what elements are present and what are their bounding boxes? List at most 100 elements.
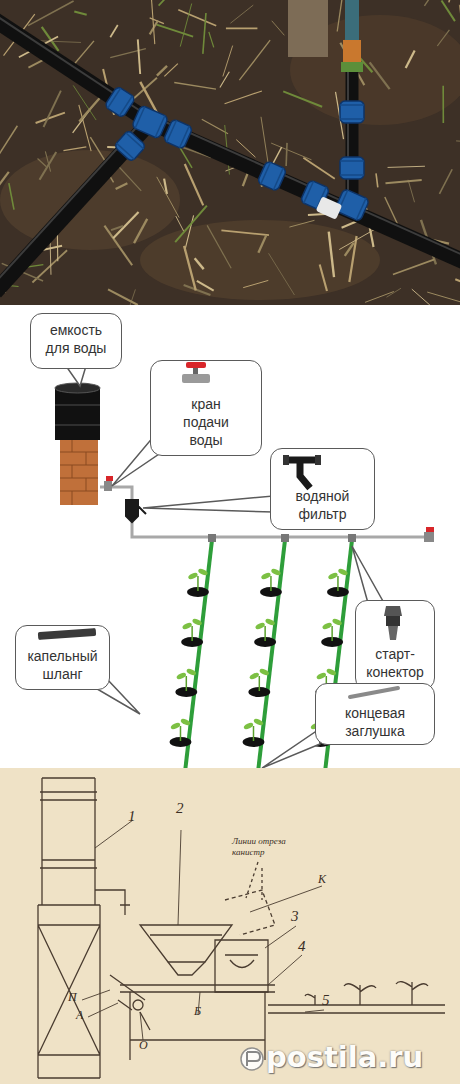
black-pipe <box>0 122 150 292</box>
water-barrel <box>55 388 100 440</box>
part-letter: А <box>76 1008 96 1022</box>
straw-blade <box>28 1 74 26</box>
bubble-tail <box>352 546 384 603</box>
straw-blade <box>345 243 354 256</box>
straw-blade <box>175 206 207 242</box>
seedling-leaf <box>327 572 338 581</box>
main-pipe <box>100 487 428 537</box>
straw-blade <box>370 62 390 89</box>
note-text: Линии отреза канистр <box>232 836 296 858</box>
straw-blade <box>180 4 191 47</box>
straw-blade <box>258 235 266 253</box>
seedling-leaf <box>186 668 197 677</box>
straw-blade <box>185 215 194 251</box>
pipe-highlight <box>0 0 460 286</box>
straw-blade <box>408 180 414 202</box>
straw-blade <box>225 91 262 104</box>
brick-lines <box>60 440 98 505</box>
bubble-tail <box>262 730 320 768</box>
sketch-valve-lever <box>110 975 150 1030</box>
fitting-ridge <box>135 107 165 138</box>
soil-patch <box>140 220 380 300</box>
pipe-highlight-line <box>152 116 460 256</box>
callout-number: 3 <box>291 908 311 925</box>
seedling-leaf <box>253 718 264 727</box>
sketch-float-tank <box>215 940 268 992</box>
straw-blade <box>113 212 138 238</box>
straw-blade <box>110 25 117 37</box>
straw-blade <box>9 183 14 210</box>
seedling-stem <box>253 726 255 741</box>
straw-blade <box>269 253 295 295</box>
straw-blade <box>195 258 204 269</box>
black-pipe <box>150 122 460 262</box>
sketch-cut-canister <box>225 890 275 935</box>
straw-blade <box>221 230 268 235</box>
seedling-leaf <box>180 718 191 727</box>
barrel-top <box>55 383 100 393</box>
fitting-ridge <box>108 88 133 116</box>
straw-blade <box>110 49 146 58</box>
straw-blade <box>157 25 194 37</box>
seedling-leaf <box>170 722 181 731</box>
fitting-nut <box>114 130 147 162</box>
straw-blade <box>197 281 214 291</box>
straw-blade <box>285 143 287 166</box>
callout-number: 1 <box>128 808 148 825</box>
seedling-stem <box>197 576 199 591</box>
straw-blade <box>271 143 311 160</box>
part-letter: О <box>139 1038 159 1052</box>
seedling-leaf <box>265 618 276 627</box>
fitting-ridge <box>340 161 364 175</box>
fitting-ridge <box>167 120 190 148</box>
sketch-drip-pipe <box>268 1005 445 1013</box>
end-valve-body <box>424 532 434 542</box>
seedling-leaf <box>197 568 208 577</box>
straw-blade <box>108 289 138 305</box>
fitting-ridge <box>261 162 284 190</box>
seedling-leaf <box>316 672 327 681</box>
straw-mulch <box>0 0 460 305</box>
straw-blade <box>134 219 147 243</box>
callout-number: 5 <box>322 992 342 1009</box>
straw-blade <box>0 172 9 204</box>
straw-blade <box>164 64 177 77</box>
straw-blade <box>283 91 322 106</box>
straw-blade <box>40 152 57 180</box>
straw-blade <box>63 147 86 151</box>
seedling-leaf <box>255 622 266 631</box>
logo-circle <box>241 1048 263 1070</box>
fitting-nut <box>257 161 287 192</box>
seedling-leaf <box>332 618 343 627</box>
blue-fitting <box>114 130 147 162</box>
blue-fitting <box>257 161 287 192</box>
green-ring <box>341 62 363 72</box>
straw-blade <box>385 180 421 183</box>
sketch-stand <box>38 905 100 1078</box>
part-letter: К <box>318 872 338 886</box>
straw-blade <box>203 13 206 54</box>
connectors <box>208 534 356 542</box>
straw-blade <box>111 226 123 230</box>
straw-blade <box>329 232 334 277</box>
brick-stand <box>60 440 98 505</box>
seedling-leaf <box>259 668 270 677</box>
straw-blade <box>230 5 253 23</box>
straw-blade <box>442 86 444 123</box>
straw-blade <box>44 91 61 127</box>
seedling-stem <box>270 576 272 591</box>
straw-blade <box>406 50 415 68</box>
fitting-nut <box>340 157 364 179</box>
straw-blade <box>243 280 268 287</box>
straw-blade <box>455 279 460 294</box>
straw-blade <box>393 259 435 274</box>
seedling-leaf <box>249 672 260 681</box>
seedling-leaf <box>187 572 198 581</box>
straw-blade <box>303 158 334 179</box>
straw-blade <box>261 117 268 164</box>
callout-bubble: емкость для воды <box>30 313 122 369</box>
callout-bubble: старт-конектор <box>355 600 435 690</box>
seedling-stem <box>180 726 182 741</box>
seedling-stem <box>337 576 339 591</box>
